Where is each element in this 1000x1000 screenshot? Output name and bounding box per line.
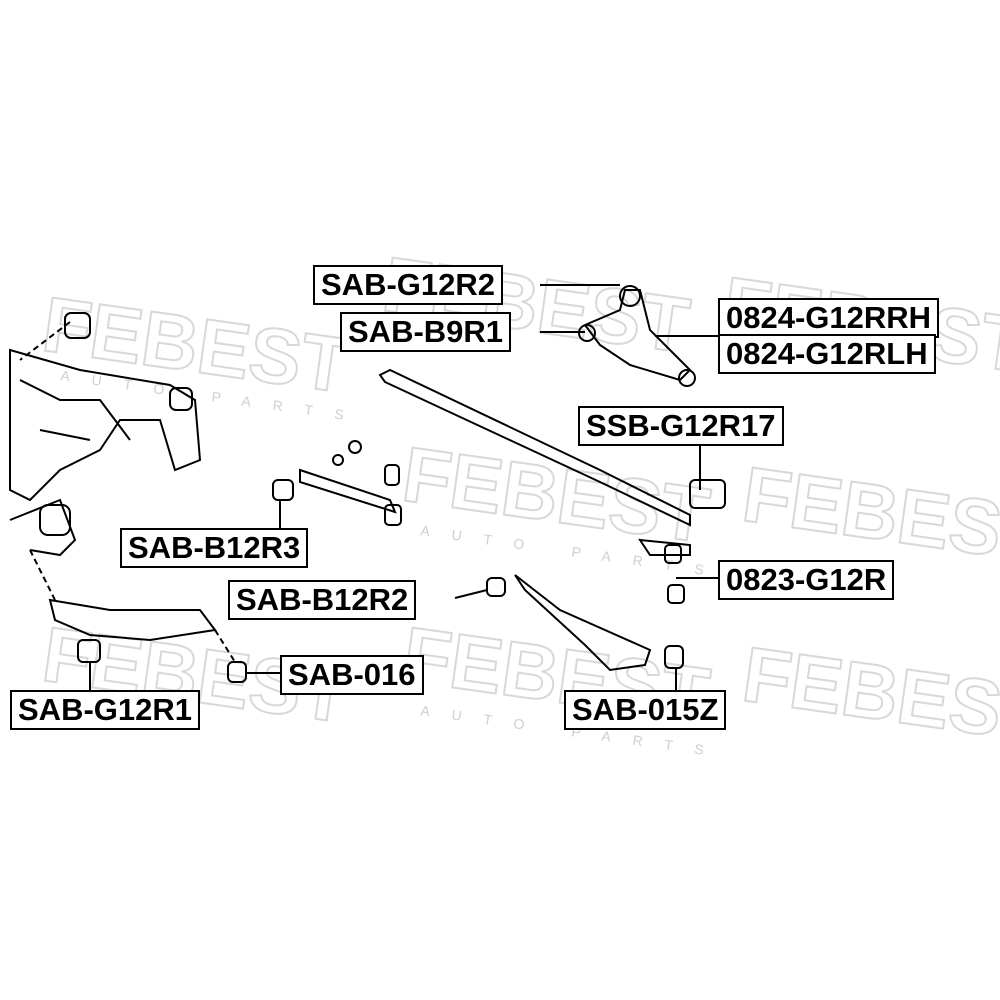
subframe	[9, 348, 202, 502]
part-label-0824-g12rlh: 0824-G12RLH	[718, 334, 936, 374]
svg-text:FEBEST: FEBEST	[738, 630, 1000, 760]
part-label-ssb-g12r17: SSB-G12R17	[578, 406, 784, 446]
part-label-sab-b9r1: SAB-B9R1	[340, 312, 512, 352]
part-label-0824-g12rrh: 0824-G12RRH	[718, 298, 940, 338]
lateral-link	[299, 468, 397, 514]
trailing-arm	[48, 598, 217, 642]
parts	[9, 285, 726, 683]
stabilizer-bar	[378, 368, 691, 527]
part-label-0823-g12r: 0823-G12R	[718, 560, 895, 600]
part-label-sab-015z: SAB-015Z	[564, 690, 727, 730]
leader-lines	[89, 284, 718, 690]
bushing	[64, 312, 91, 339]
part-label-sab-016: SAB-016	[280, 655, 424, 695]
part-label-sab-g12r2: SAB-G12R2	[313, 265, 503, 305]
part-label-sab-b12r3: SAB-B12R3	[120, 528, 309, 568]
upper-arm	[583, 289, 692, 382]
part-label-sab-g12r1: SAB-G12R1	[10, 690, 200, 730]
lower-arm	[514, 574, 652, 672]
part-label-sab-b12r2: SAB-B12R2	[228, 580, 417, 620]
